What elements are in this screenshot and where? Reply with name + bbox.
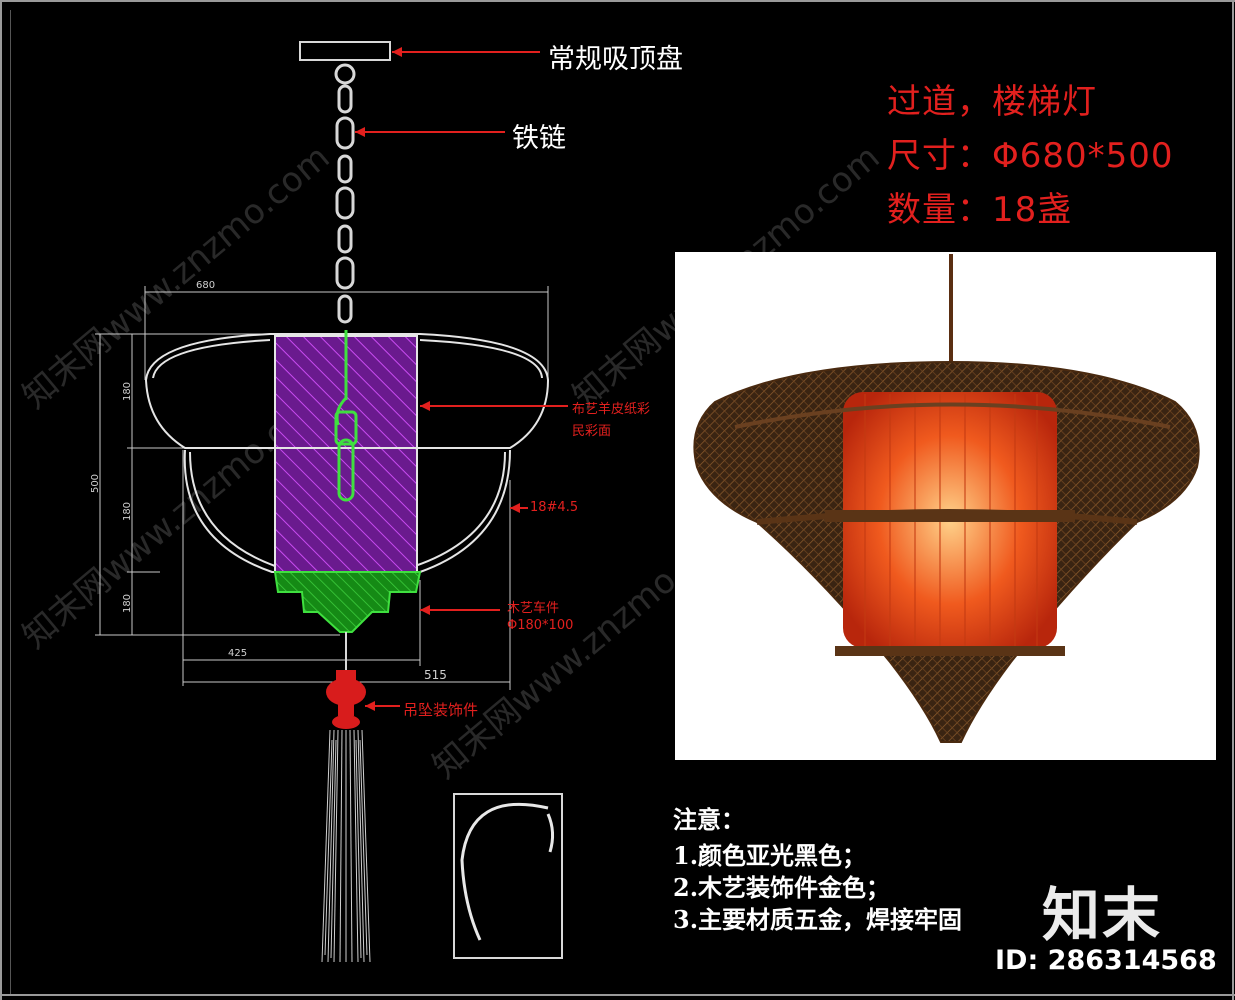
frame-top-border — [0, 0, 1235, 2]
tassel — [321, 729, 371, 963]
dimension-lines — [95, 286, 549, 690]
frame-bottom-border — [0, 994, 1235, 996]
frame-left-border — [0, 0, 2, 1000]
spec-quantity: 数量：18盏 — [887, 190, 1073, 230]
pendant-label: 吊坠装饰件 — [403, 701, 479, 719]
wood-bottom-piece — [273, 571, 422, 633]
dim-left-1: 180 — [122, 381, 134, 402]
frame-inner-left — [10, 10, 11, 994]
chain-links — [335, 84, 355, 324]
ceiling-plate-label: 常规吸顶盘 — [548, 44, 683, 75]
pendant-ornament — [326, 670, 366, 729]
dim-total-height: 500 — [90, 473, 102, 494]
wood-part-size-label: Φ180*100 — [507, 618, 574, 633]
dim-bottom-right: 515 — [424, 668, 447, 682]
lamp-photo-illustration — [693, 254, 1200, 743]
notes-title: 注意： — [673, 805, 745, 834]
detail-box — [453, 793, 563, 959]
dim-top-width: 680 — [196, 280, 216, 291]
dim-bottom-left: 425 — [228, 648, 248, 659]
bulb-holder — [334, 330, 358, 502]
note-item-1: 1.颜色亚光黑色； — [673, 841, 867, 870]
dim-left-2: 180 — [122, 501, 134, 522]
ceiling-plate-shape — [299, 41, 391, 61]
shade-label: 布艺羊皮纸彩 — [572, 402, 651, 417]
chain-label: 铁链 — [512, 123, 566, 154]
shade-label-line2: 民彩面 — [572, 424, 612, 439]
spec-usage: 过道，楼梯灯 — [887, 82, 1097, 122]
note-item-3: 3.主要材质五金，焊接牢固 — [673, 905, 963, 934]
spec-size: 尺寸：Φ680*500 — [887, 136, 1174, 176]
ceiling-hook — [334, 63, 356, 85]
frame-right-border — [1232, 0, 1234, 1000]
brand-logo: 知末 — [1042, 881, 1163, 949]
wood-part-label: 木艺车件 — [507, 601, 560, 616]
wire-spec-label: 18#4.5 — [530, 500, 579, 515]
note-item-2: 2.木艺装饰件金色； — [673, 873, 891, 902]
detail-curve — [460, 802, 549, 941]
product-photo — [675, 252, 1216, 760]
image-id-label: ID: 286314568 — [995, 945, 1217, 976]
dim-left-3: 180 — [122, 593, 134, 614]
